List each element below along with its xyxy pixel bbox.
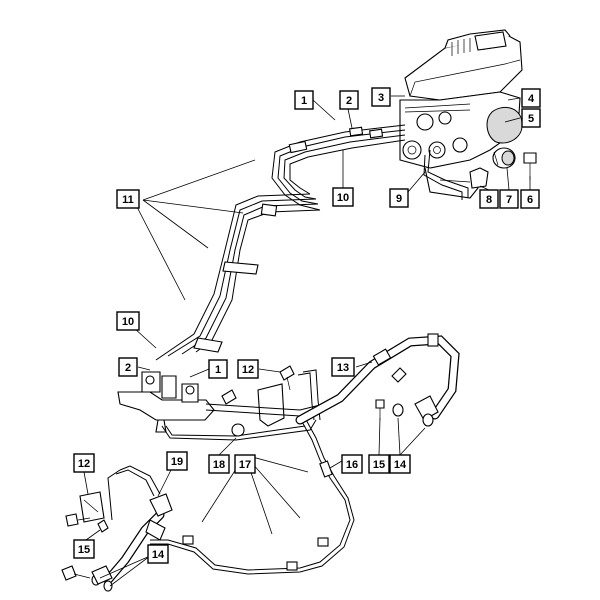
callout-label: 6 (527, 194, 533, 206)
callout-17: 17 (234, 454, 256, 474)
callout-16: 16 (341, 454, 363, 474)
callout-label: 15 (373, 459, 385, 471)
callout-10-mid: 10 (116, 311, 140, 331)
callout-label: 12 (242, 364, 254, 376)
callout-14-right: 14 (389, 454, 411, 474)
bolt-part-12-mid (279, 365, 295, 391)
callout-label: 10 (122, 316, 134, 328)
hydraulic-control-unit (399, 29, 523, 199)
washers-part-14-right (392, 403, 434, 427)
bracket-part-12-left (79, 491, 105, 523)
callout-label: 2 (125, 362, 131, 374)
callout-label: 5 (528, 113, 534, 125)
callout-12-mid: 12 (237, 359, 259, 379)
callout-label: 12 (78, 458, 90, 470)
callout-2-top: 2 (339, 90, 359, 110)
callout-6: 6 (520, 189, 540, 209)
bolt-bracket (221, 389, 237, 405)
callout-label: 1 (301, 95, 307, 107)
leader-lines (83, 95, 531, 587)
callout-10-top: 10 (332, 187, 354, 207)
callout-1-mid: 1 (208, 359, 228, 379)
callout-15-right: 15 (368, 454, 390, 474)
callout-8: 8 (479, 189, 499, 209)
callout-label: 9 (396, 193, 402, 205)
washers-part-14-left (91, 565, 113, 592)
bolt-part-6 (523, 152, 537, 180)
banjo-bolt-part-15-left (97, 519, 109, 533)
callout-label: 4 (528, 93, 535, 105)
callout-label: 10 (337, 192, 349, 204)
callout-label: 18 (213, 459, 225, 471)
callout-label: 17 (239, 459, 251, 471)
proportioning-valve-bracket (117, 371, 215, 433)
callout-13: 13 (331, 357, 355, 377)
line-mounting-bracket (257, 383, 285, 427)
callout-label: 13 (337, 362, 349, 374)
callout-label: 16 (346, 459, 358, 471)
upper-brake-tube-bundle (155, 124, 469, 361)
grommet-part-7 (492, 147, 516, 169)
callout-7: 7 (499, 189, 519, 209)
callout-label: 14 (152, 549, 165, 561)
callout-4: 4 (521, 88, 541, 108)
banjo-bolt-part-15-right (375, 399, 385, 420)
callout-label: 8 (486, 194, 492, 206)
callout-label: 11 (122, 194, 134, 206)
callout-14-left: 14 (147, 544, 169, 564)
callout-label: 1 (215, 364, 221, 376)
callout-9: 9 (389, 188, 409, 208)
callout-19: 19 (166, 451, 188, 471)
bracket-part-8 (469, 167, 489, 189)
callout-label: 19 (171, 456, 183, 468)
callout-15-left: 15 (73, 539, 95, 559)
callout-11: 11 (116, 189, 140, 209)
callout-label: 14 (394, 459, 407, 471)
callout-18: 18 (208, 454, 230, 474)
callout-1-top: 1 (294, 90, 314, 110)
callout-label: 2 (346, 95, 352, 107)
callout-label: 3 (378, 92, 384, 104)
callout-12-left: 12 (73, 453, 95, 473)
callout-label: 7 (506, 194, 512, 206)
bolt-bottom-left (61, 565, 91, 581)
callout-2-mid: 2 (118, 357, 138, 377)
callout-label: 15 (78, 544, 90, 556)
callout-3: 3 (371, 87, 391, 107)
callout-5: 5 (521, 108, 541, 128)
brake-hose-left (103, 465, 173, 585)
brake-hose-right (295, 333, 460, 425)
bolt-left (65, 513, 91, 527)
